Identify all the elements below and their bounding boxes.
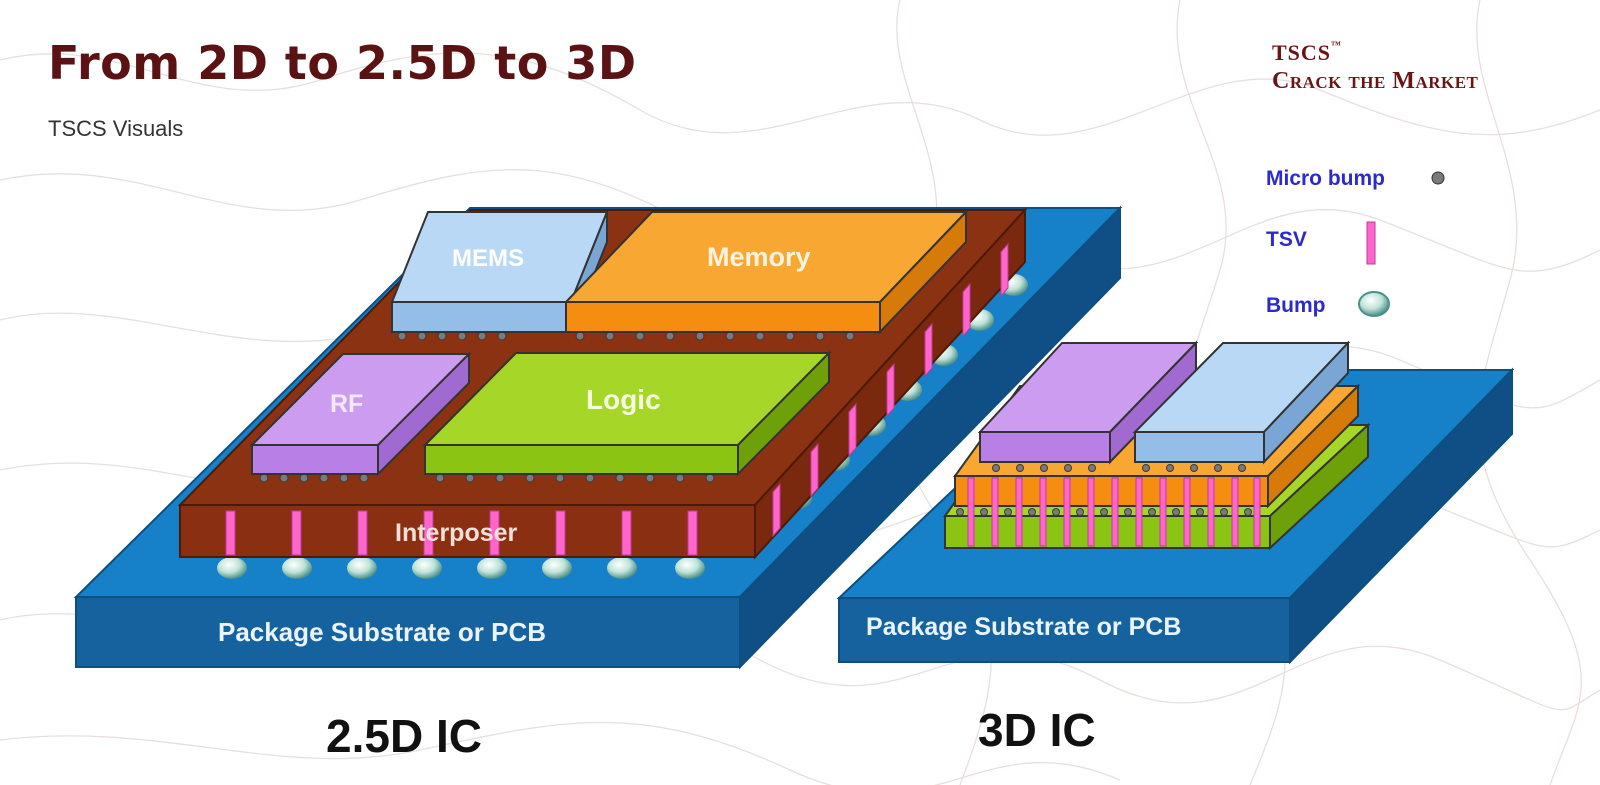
brand-logo: TSCS™ Crack the Market — [1272, 40, 1478, 95]
ic-3d-assembly: Package Substrate or PCB — [836, 340, 1515, 665]
chip-logic-label: Logic — [586, 384, 661, 415]
chip-rf-label: RF — [330, 390, 363, 418]
substrate-3d-side — [1289, 367, 1513, 665]
chip-logic: Logic — [422, 350, 832, 477]
tsv-3d — [967, 477, 1261, 547]
chip-rf: RF — [249, 351, 472, 477]
caption-3d-ic: 3D IC — [978, 704, 1096, 756]
substrate-2-5d-label: Package Substrate or PCB — [218, 617, 546, 647]
legend: Micro bump TSV Bump — [1266, 167, 1445, 317]
die-3d-top-blue — [1132, 340, 1351, 465]
micro-bumps-3d — [956, 464, 1252, 516]
micro-bump-icon — [1431, 171, 1445, 185]
substrate-3d-label: Package Substrate or PCB — [866, 613, 1181, 641]
brand-name: TSCS — [1272, 40, 1332, 65]
bump-icon — [1358, 291, 1390, 317]
chip-memory-label: Memory — [707, 242, 811, 272]
chip-memory: Memory — [563, 209, 969, 335]
tsv-icon — [1366, 221, 1376, 265]
substrate-2-5d-side — [739, 205, 1121, 670]
legend-tsv-label: TSV — [1266, 228, 1307, 251]
brand-tagline: Crack the Market — [1272, 68, 1479, 94]
ic-2-5d-assembly: Interposer MEMS Memory RF — [73, 205, 1123, 670]
page-title: From 2D to 2.5D to 3D — [48, 36, 637, 90]
interposer-label: Interposer — [395, 519, 518, 547]
tsv-2-5d — [225, 242, 1009, 556]
page-subtitle: TSCS Visuals — [48, 116, 184, 141]
caption-2-5d-ic: 2.5D IC — [326, 710, 482, 762]
legend-micro-bump-label: Micro bump — [1266, 167, 1385, 190]
brand-trademark: ™ — [1331, 40, 1343, 51]
legend-bump-label: Bump — [1266, 294, 1326, 317]
chip-mems-label: MEMS — [452, 245, 524, 272]
